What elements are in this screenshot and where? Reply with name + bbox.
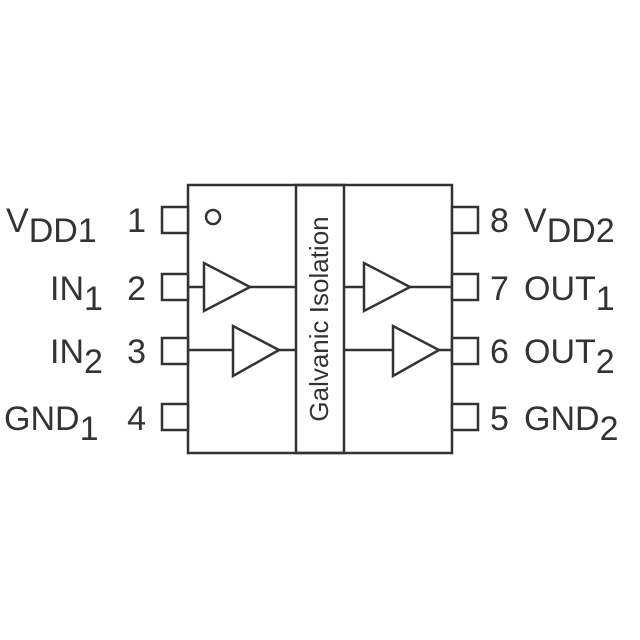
pin-1-label: VDD1 — [6, 202, 97, 250]
pin-5-pad — [450, 402, 480, 432]
pin1-marker — [204, 208, 222, 226]
pin-2-label: IN1 — [50, 270, 103, 318]
pin-7-pad — [450, 272, 480, 302]
pin-1-number: 1 — [127, 202, 146, 240]
pin-5-number: 5 — [490, 400, 509, 438]
pin-3-number: 3 — [127, 333, 146, 371]
pin-7-label: OUT1 — [524, 270, 615, 318]
barrier-label: Galvanic Isolation — [304, 216, 334, 421]
channel2-output-buffer — [391, 323, 442, 379]
pin-6-label: OUT2 — [524, 333, 615, 381]
pin-4-label: GND1 — [4, 400, 98, 448]
pin-6-number: 6 — [490, 333, 509, 371]
pin-3-label: IN2 — [50, 333, 103, 381]
pin-6-pad — [450, 336, 480, 366]
channel1-output-buffer — [362, 260, 413, 314]
pin-4-number: 4 — [127, 400, 146, 438]
pin-5-label: GND2 — [524, 400, 618, 448]
pin-8-pad — [450, 205, 480, 235]
channel2-input-buffer — [231, 323, 282, 379]
pin-4-pad — [160, 402, 190, 432]
isolation-barrier — [294, 183, 346, 455]
pin-2-number: 2 — [127, 270, 146, 308]
pin-7-number: 7 — [490, 270, 509, 308]
pin-2-pad — [160, 272, 190, 302]
pin-8-number: 8 — [490, 202, 509, 240]
pin-8-label: VDD2 — [524, 202, 615, 250]
channel1-input-buffer — [202, 260, 253, 314]
pin-1-pad — [160, 205, 190, 235]
pin-3-pad — [160, 336, 190, 366]
